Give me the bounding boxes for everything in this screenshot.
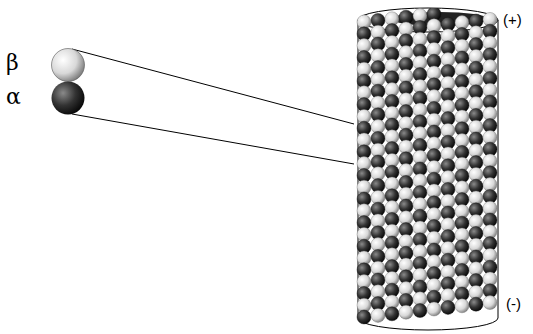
tubulin-subunit bbox=[483, 296, 497, 310]
tubulin-lattice bbox=[357, 8, 497, 324]
tubulin-subunit bbox=[441, 300, 455, 314]
tubulin-subunit bbox=[469, 297, 483, 311]
beta-tubulin-sphere bbox=[52, 49, 85, 82]
leader-line bbox=[72, 49, 354, 124]
tube-body bbox=[358, 20, 498, 330]
tubulin-subunit bbox=[413, 304, 427, 318]
tubulin-subunit bbox=[455, 299, 469, 313]
alpha-tubulin-sphere bbox=[52, 82, 85, 115]
pole-label: (-) bbox=[506, 296, 521, 311]
subunit-label: β bbox=[6, 52, 19, 74]
tubulin-subunit bbox=[385, 307, 399, 321]
tubulin-subunit bbox=[399, 305, 413, 319]
subunit-label: α bbox=[6, 86, 21, 108]
leader-line bbox=[72, 114, 354, 164]
pole-label: (+) bbox=[503, 12, 522, 27]
tubulin-subunit bbox=[357, 310, 371, 324]
tubulin-subunit bbox=[371, 308, 385, 322]
tubulin-subunit bbox=[427, 302, 441, 316]
